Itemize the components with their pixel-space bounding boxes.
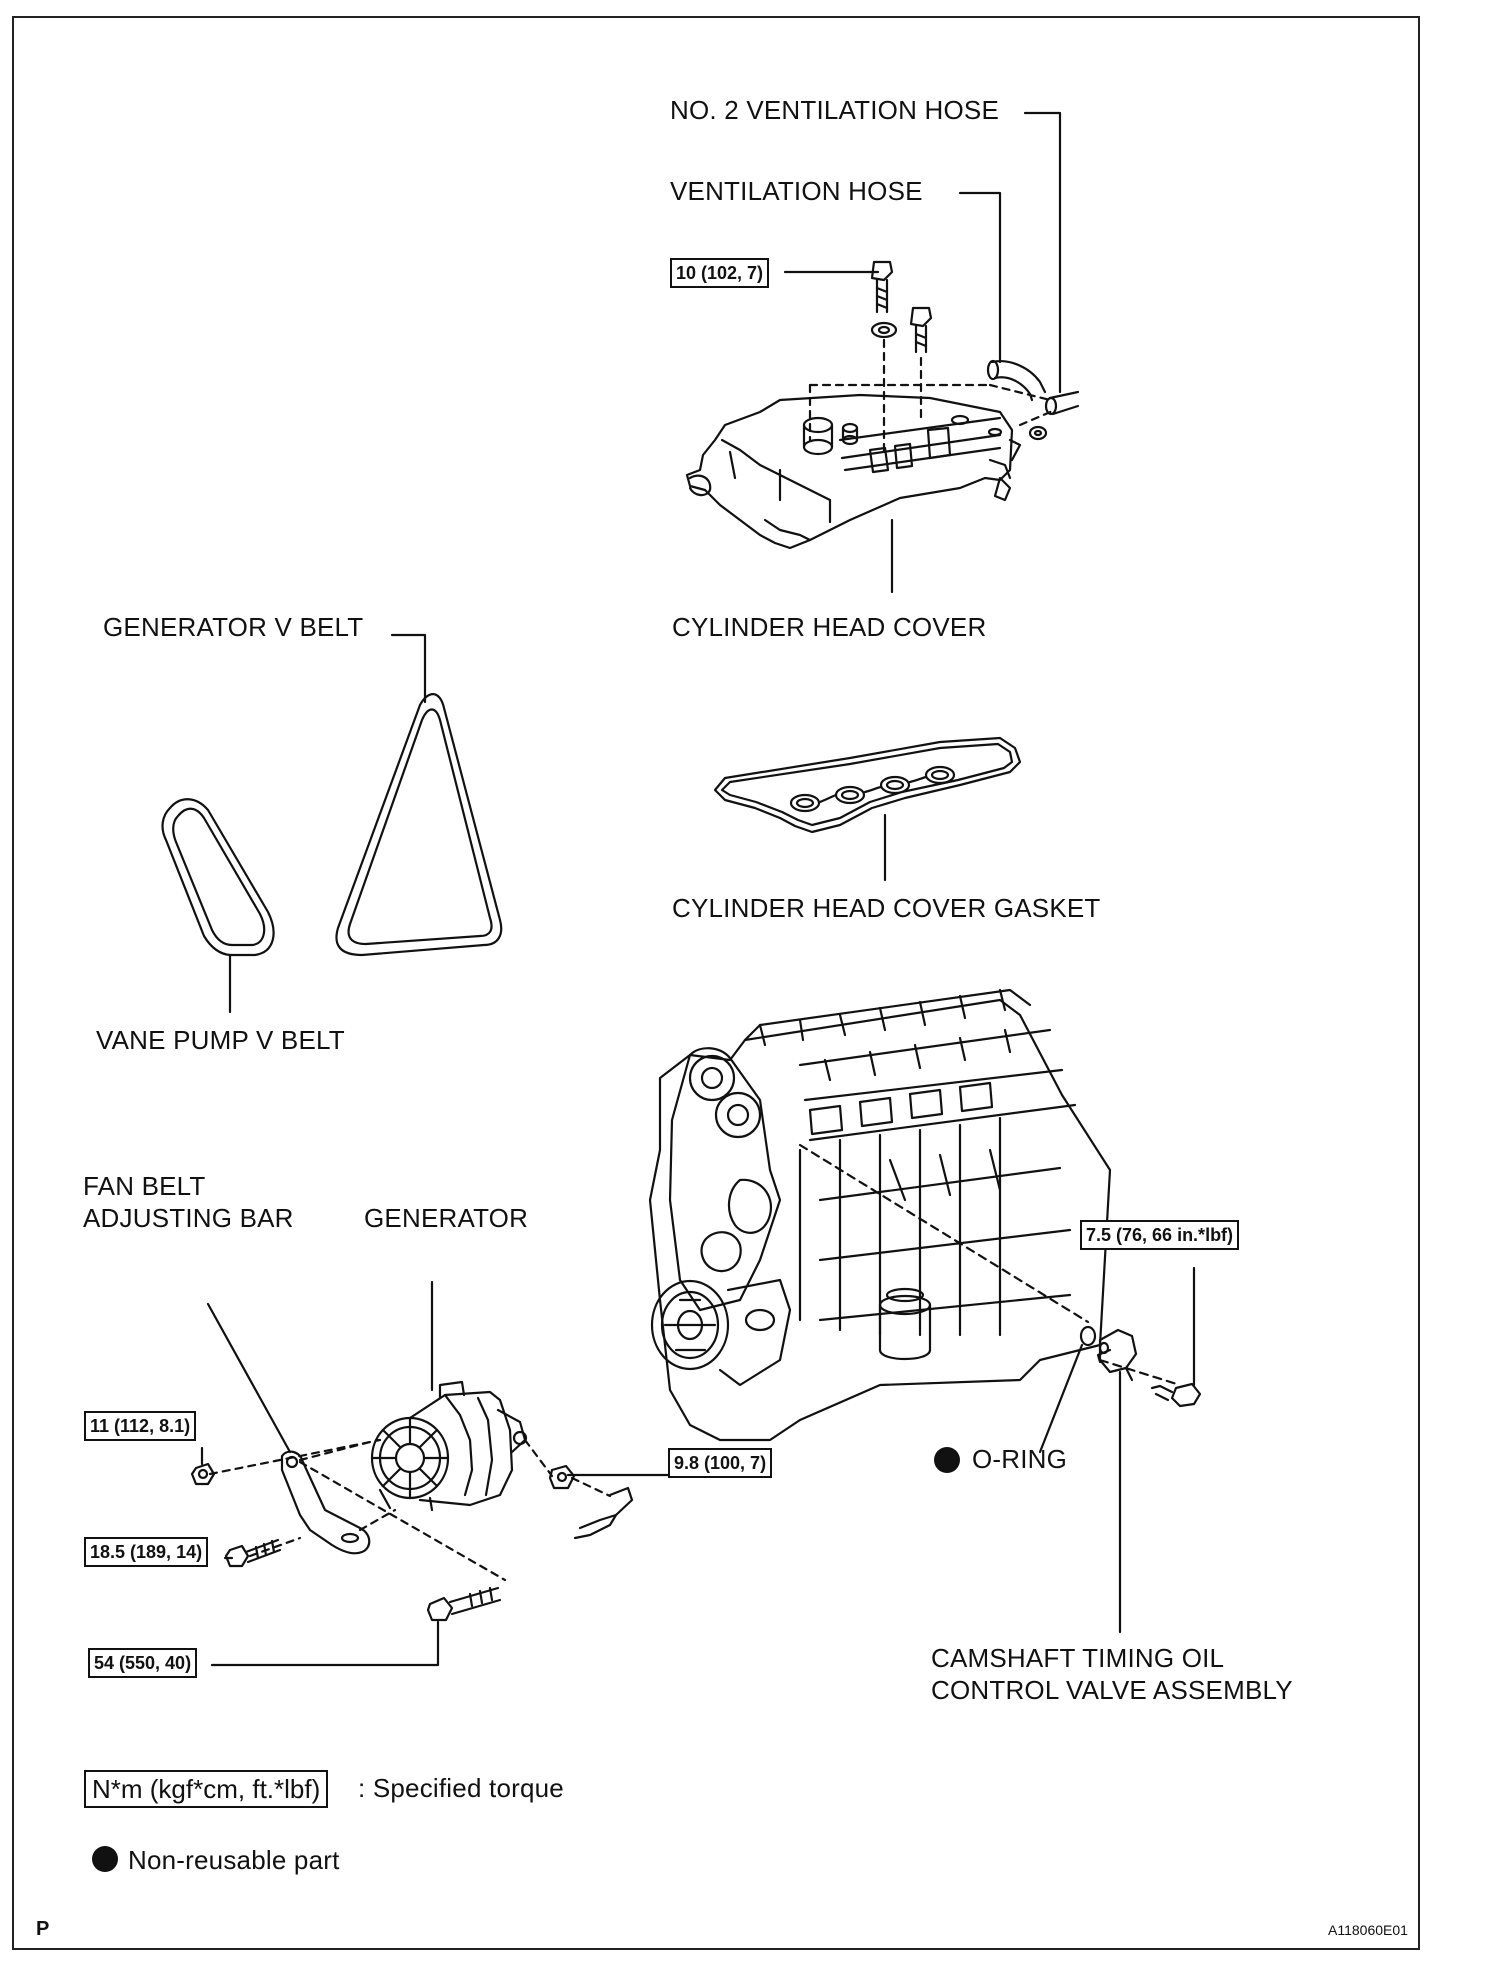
- washer: [870, 321, 898, 339]
- legend-non-reusable-icon: [92, 1846, 118, 1872]
- label-cylinder-head-cover: CYLINDER HEAD COVER: [672, 612, 987, 642]
- ocv-bolt-part: [1150, 1382, 1202, 1408]
- camshaft-oil-control-valve-part: [1096, 1328, 1138, 1382]
- label-fan-belt-line1: FAN BELT: [83, 1171, 206, 1201]
- oil-filter: [878, 1287, 932, 1360]
- leader-generator-through-bolt: [210, 1620, 440, 1667]
- crank-pulley: [650, 1279, 730, 1371]
- cylinder-head-cover-gasket-part: [713, 736, 1022, 834]
- label-ocv-line1: CAMSHAFT TIMING OIL: [931, 1643, 1225, 1673]
- leader-o-ring: [1038, 1343, 1084, 1454]
- head-cover-bolt-1: [870, 260, 894, 314]
- leader-no2-ventilation-hose: [1023, 111, 1062, 394]
- leader-adjusting-bar: [206, 1302, 292, 1454]
- terminal-wire: [573, 1486, 634, 1540]
- label-no2-ventilation-hose: NO. 2 VENTILATION HOSE: [670, 95, 999, 125]
- torque-adjusting-bar-bolt: 18.5 (189, 14): [84, 1537, 209, 1567]
- label-generator-v-belt: GENERATOR V BELT: [103, 612, 364, 642]
- generator-through-bolt-part: [426, 1586, 502, 1622]
- label-cylinder-head-cover-gasket: CYLINDER HEAD COVER GASKET: [672, 893, 1101, 923]
- label-ventilation-hose: VENTILATION HOSE: [670, 176, 923, 206]
- section-letter: P: [36, 1918, 50, 1940]
- adjusting-bar-bolt-part: [224, 1538, 282, 1568]
- legend-torque-units: N*m (kgf*cm, ft.*lbf): [84, 1770, 329, 1808]
- label-ocv-line2: CONTROL VALVE ASSEMBLY: [931, 1675, 1293, 1705]
- diagram-frame: [12, 16, 1420, 1950]
- terminal-nut-part: [548, 1464, 576, 1490]
- adjusting-bar-nut-part: [190, 1462, 216, 1486]
- torque-ocv-bolt: 7.5 (76, 66 in.*lbf): [1080, 1220, 1240, 1250]
- label-generator: GENERATOR: [364, 1203, 529, 1233]
- vane-pump-v-belt-part: [161, 798, 275, 957]
- cylinder-head-cover-part: [685, 393, 1048, 550]
- no2-ventilation-hose-part: [1044, 390, 1080, 416]
- label-o-ring: O-RING: [972, 1444, 1068, 1474]
- legend-non-reusable: Non-reusable part: [128, 1845, 340, 1875]
- torque-head-cover-bolt: 10 (102, 7): [670, 258, 770, 288]
- generator-v-belt-part: [335, 693, 503, 957]
- label-vane-pump-v-belt: VANE PUMP V BELT: [96, 1025, 345, 1055]
- generator-part: [370, 1380, 528, 1512]
- torque-adjusting-bar-nut: 11 (112, 8.1): [84, 1411, 197, 1441]
- ventilation-hose-part: [986, 359, 1047, 402]
- ocv-axis-line: [798, 1143, 1090, 1324]
- o-ring-part: [1079, 1325, 1097, 1347]
- head-cover-bolt-2: [909, 306, 933, 354]
- fan-belt-adjusting-bar-part: [280, 1450, 371, 1555]
- label-fan-belt-line2: ADJUSTING BAR: [83, 1203, 294, 1233]
- leader-generator-v-belt: [390, 633, 427, 704]
- figure-code: A118060E01: [1328, 1922, 1408, 1938]
- engine-block-part: [648, 988, 1112, 1442]
- legend-torque-desc: : Specified torque: [358, 1773, 564, 1803]
- non-reusable-icon: [934, 1447, 960, 1473]
- torque-terminal-nut: 9.8 (100, 7): [668, 1448, 773, 1478]
- torque-generator-through-bolt: 54 (550, 40): [88, 1648, 198, 1678]
- leader-ventilation-hose: [958, 191, 1002, 364]
